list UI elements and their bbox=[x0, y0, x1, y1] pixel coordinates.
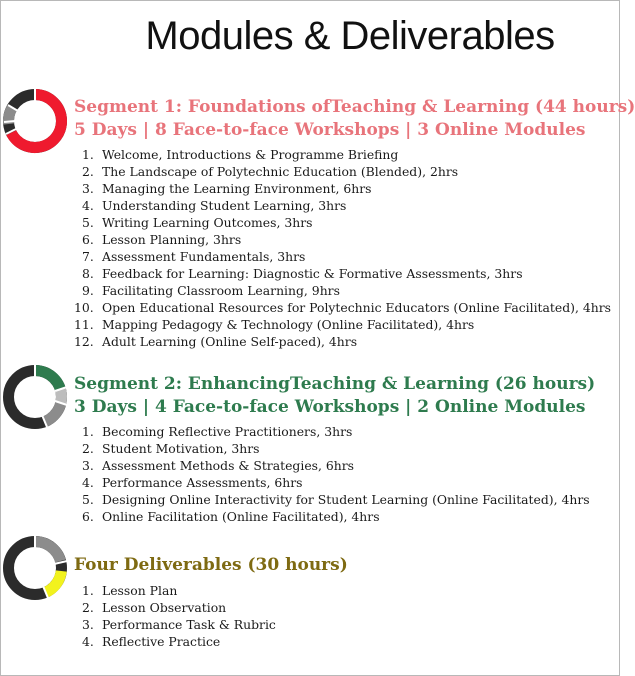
deliverables-heading: Four Deliverables (30 hours) bbox=[74, 555, 348, 575]
segment2-heading: Segment 2: EnhancingTeaching & Learning … bbox=[74, 374, 596, 394]
segment2-subheading: 3 Days | 4 Face-to-face Workshops | 2 On… bbox=[74, 397, 586, 417]
list-item: 1.Lesson Plan bbox=[82, 583, 178, 598]
list-item: 8.Feedback for Learning: Diagnostic & Fo… bbox=[82, 266, 523, 281]
list-item: 5.Designing Online Interactivity for Stu… bbox=[82, 492, 590, 507]
deliverables-section: Four Deliverables (30 hours) 1.Lesson Pl… bbox=[74, 554, 348, 650]
list-item: 6.Lesson Planning, 3hrs bbox=[82, 232, 242, 247]
list-item: 4.Performance Assessments, 6hrs bbox=[82, 475, 303, 490]
list-item: 12.Adult Learning (Online Self-paced), 4… bbox=[74, 334, 358, 349]
segment1-subheading: 5 Days | 8 Face-to-face Workshops | 3 On… bbox=[74, 120, 586, 140]
page-title: Modules & Deliverables bbox=[145, 14, 555, 58]
list-item: 4.Understanding Student Learning, 3hrs bbox=[82, 198, 347, 213]
deliverables-list: 1.Lesson Plan 2.Lesson Observation 3.Per… bbox=[74, 582, 348, 650]
segment1-list: 1.Welcome, Introductions & Programme Bri… bbox=[74, 146, 635, 350]
list-item: 5.Writing Learning Outcomes, 3hrs bbox=[82, 215, 313, 230]
segment1-donut-icon bbox=[2, 89, 67, 153]
segment2-section: Segment 2: EnhancingTeaching & Learning … bbox=[74, 373, 595, 525]
list-item: 9.Facilitating Classroom Learning, 9hrs bbox=[82, 283, 340, 298]
segment1-section: Segment 1: Foundations ofTeaching & Lear… bbox=[74, 96, 635, 350]
list-item: 11.Mapping Pedagogy & Technology (Online… bbox=[74, 317, 475, 332]
list-item: 2.Lesson Observation bbox=[82, 600, 227, 615]
segment2-donut-icon bbox=[3, 364, 68, 429]
list-item: 3.Performance Task & Rubric bbox=[82, 617, 276, 632]
segment1-heading: Segment 1: Foundations ofTeaching & Lear… bbox=[74, 97, 635, 117]
list-item: 7.Assessment Fundamentals, 3hrs bbox=[82, 249, 306, 264]
deliverables-donut-icon bbox=[3, 536, 68, 600]
list-item: 1.Welcome, Introductions & Programme Bri… bbox=[82, 147, 399, 162]
list-item: 4.Reflective Practice bbox=[82, 634, 221, 649]
list-item: 3.Managing the Learning Environment, 6hr… bbox=[82, 181, 372, 196]
list-item: 1.Becoming Reflective Practitioners, 3hr… bbox=[82, 424, 353, 439]
segment2-list: 1.Becoming Reflective Practitioners, 3hr… bbox=[74, 423, 595, 525]
list-item: 10.Open Educational Resources for Polyte… bbox=[74, 300, 611, 315]
list-item: 2.The Landscape of Polytechnic Education… bbox=[82, 164, 459, 179]
list-item: 6.Online Facilitation (Online Facilitate… bbox=[82, 509, 380, 524]
list-item: 2.Student Motivation, 3hrs bbox=[82, 441, 260, 456]
list-item: 3.Assessment Methods & Strategies, 6hrs bbox=[82, 458, 355, 473]
